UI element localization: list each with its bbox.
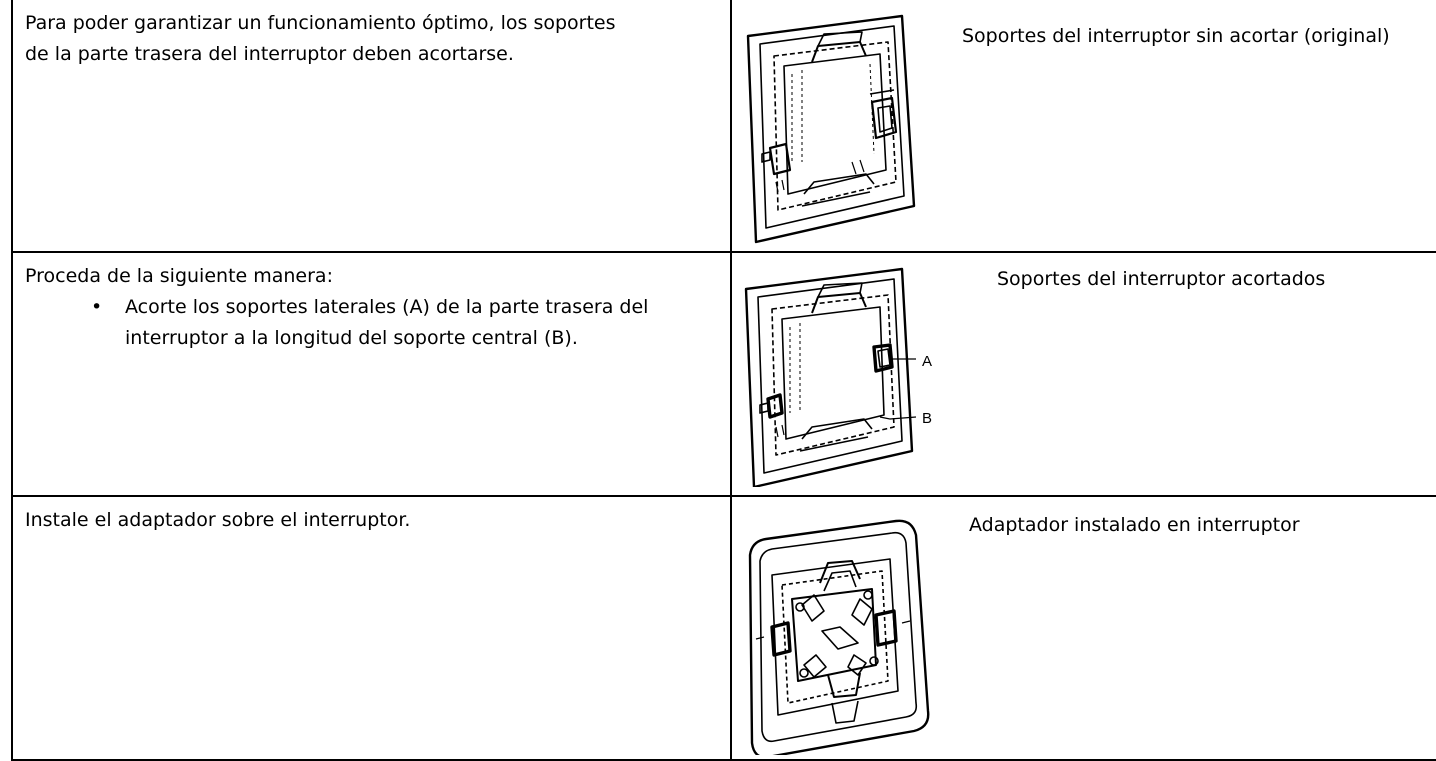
adapter-installed-icon xyxy=(748,519,930,755)
row-2-instructions: Proceda de la siguiente manera: • Acorte… xyxy=(13,253,730,354)
row-3-instructions: Instale el adaptador sobre el interrupto… xyxy=(13,497,730,536)
row-1-line-2: de la parte trasera del interruptor debe… xyxy=(25,43,514,65)
bullet-line-2: interruptor a la longitud del soporte ce… xyxy=(125,327,578,349)
switch-frame-original-icon xyxy=(746,14,916,244)
row-3-line-1: Instale el adaptador sobre el interrupto… xyxy=(25,509,411,531)
table-row: Instale el adaptador sobre el interrupto… xyxy=(11,495,1436,761)
bullet-line-1: Acorte los soportes laterales (A) de la … xyxy=(125,296,649,318)
instruction-table: Para poder garantizar un funcionamiento … xyxy=(11,0,1436,761)
figure-caption-shortened: Soportes del interruptor acortados xyxy=(997,268,1326,290)
row-2-text-cell: Proceda de la siguiente manera: • Acorte… xyxy=(11,251,732,497)
row-1-line-1: Para poder garantizar un funcionamiento … xyxy=(25,12,616,34)
figure-caption-original: Soportes del interruptor sin acortar (or… xyxy=(962,25,1390,47)
bullet-dot: • xyxy=(91,296,103,318)
list-item: interruptor a la longitud del soporte ce… xyxy=(25,323,720,354)
table-row: Para poder garantizar un funcionamiento … xyxy=(11,0,1436,253)
switch-frame-shortened-icon xyxy=(744,267,917,487)
row-2-bullet-list: • Acorte los soportes laterales (A) de l… xyxy=(25,292,720,354)
list-item: • Acorte los soportes laterales (A) de l… xyxy=(25,292,720,323)
row-2-figure-cell: A B Soportes del interruptor acortados xyxy=(730,251,1436,497)
callout-label-a: A xyxy=(922,353,933,370)
row-3-figure-cell: Adaptador instalado en interruptor xyxy=(730,495,1436,761)
table-row: Proceda de la siguiente manera: • Acorte… xyxy=(11,251,1436,497)
figure-caption-adapter: Adaptador instalado en interruptor xyxy=(969,514,1300,536)
row-1-text-cell: Para poder garantizar un funcionamiento … xyxy=(11,0,732,253)
row-3-text-cell: Instale el adaptador sobre el interrupto… xyxy=(11,495,732,761)
row-2-intro: Proceda de la siguiente manera: xyxy=(25,265,333,287)
row-1-instructions: Para poder garantizar un funcionamiento … xyxy=(13,0,730,70)
callout-label-b: B xyxy=(922,410,933,427)
row-1-figure-cell: Soportes del interruptor sin acortar (or… xyxy=(730,0,1436,253)
